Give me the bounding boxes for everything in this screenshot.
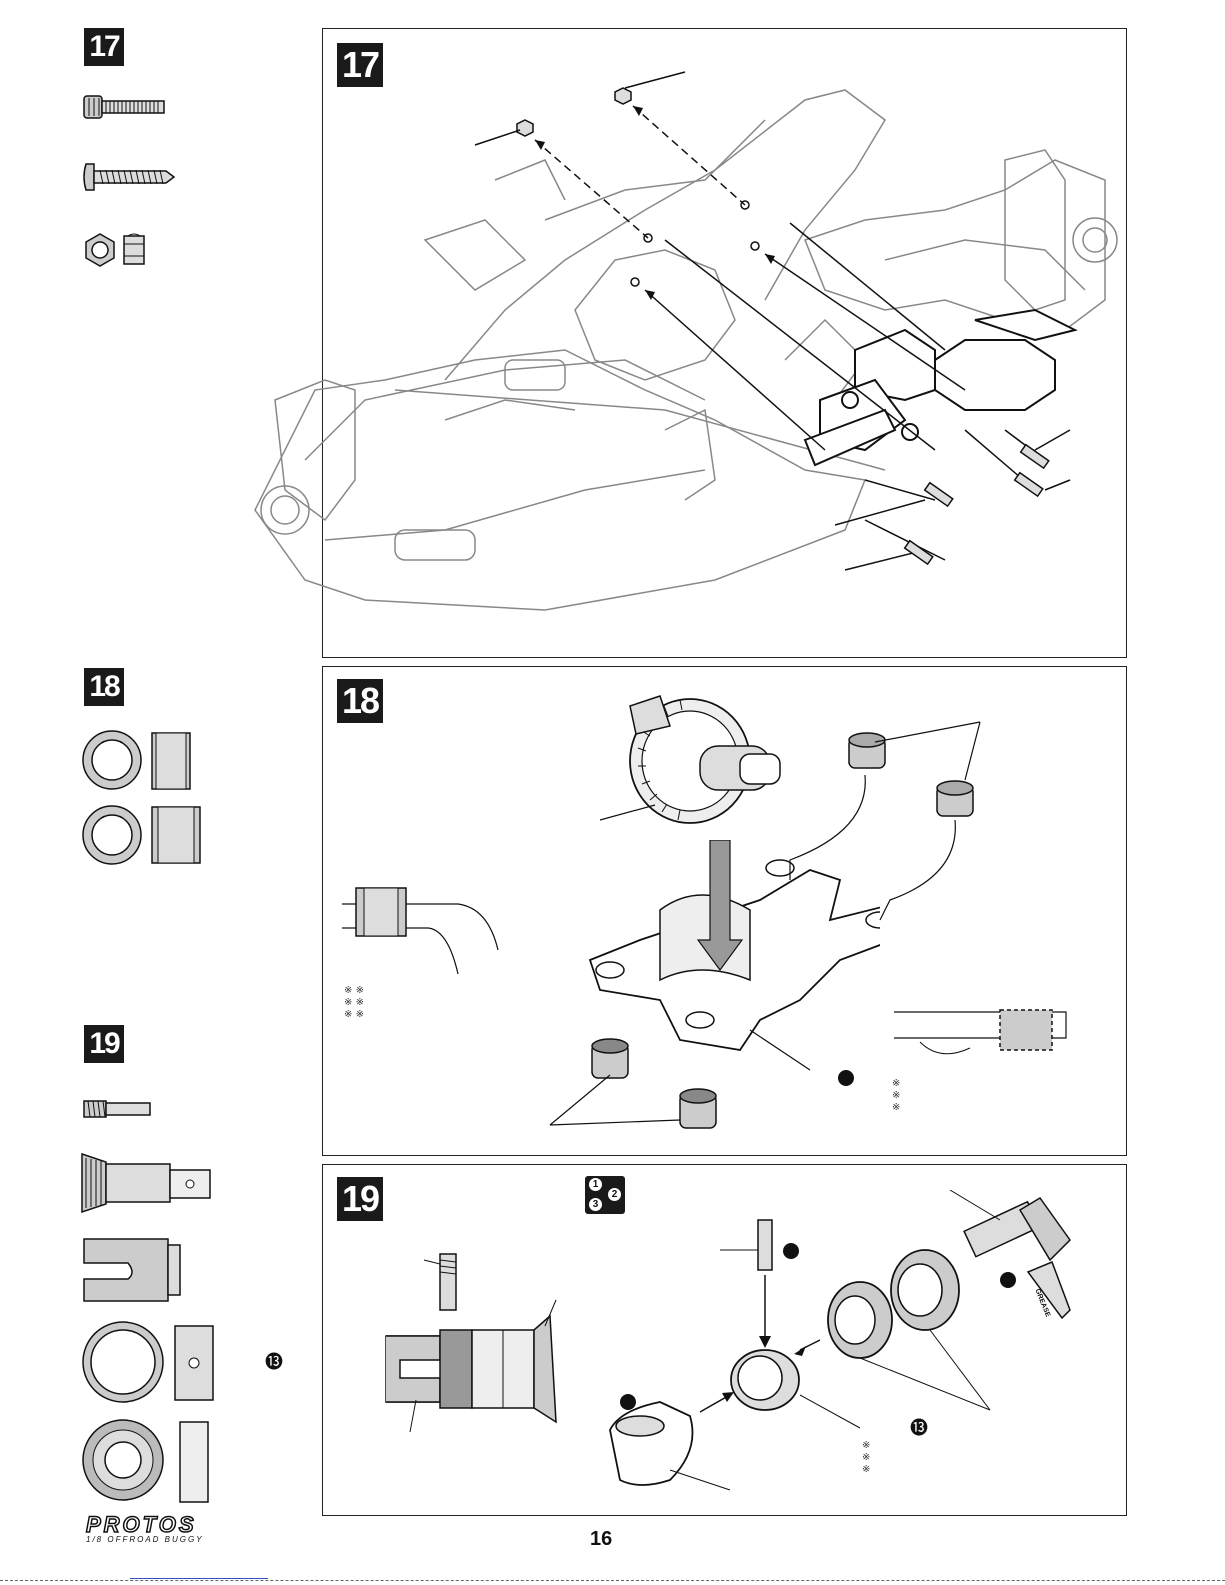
note-marks-left: ※ ※※ ※※ ※ <box>344 985 364 1021</box>
parts-ref-number: ⓭ <box>265 1354 283 1372</box>
parts-step-18-badge: 18 <box>84 668 124 706</box>
bushing-icon <box>80 725 210 870</box>
set-screw-icon <box>80 1095 160 1125</box>
pinion-gear-icon <box>76 1148 216 1218</box>
step-18-indicator-dot <box>838 1070 854 1086</box>
pinion-exploded-drawing <box>600 1190 1120 1510</box>
cap-screw-icon <box>80 92 170 124</box>
step-19-dot-1 <box>783 1243 799 1259</box>
parts-step-17-badge: 17 <box>84 28 124 66</box>
note-marks-step-19: ※※※ <box>862 1440 870 1476</box>
rear-chassis-assembly-drawing <box>245 60 1125 650</box>
bushing-detail-left <box>338 880 508 980</box>
note-marks-right: ※※※ <box>892 1078 900 1114</box>
step-19-dot-3 <box>620 1394 636 1410</box>
bushing-detail-right <box>890 1008 1070 1068</box>
ball-bearing-icon <box>80 1320 230 1520</box>
page-number: 16 <box>590 1528 612 1551</box>
footer-link-underline[interactable] <box>130 1578 268 1579</box>
nut-icon <box>80 230 150 270</box>
tapping-screw-icon <box>80 160 180 194</box>
step-19-ref-number: ⓭ <box>910 1420 928 1438</box>
step-19-dot-2 <box>1000 1272 1016 1288</box>
footer-rule <box>0 1580 1225 1581</box>
step-19-badge: 19 <box>337 1177 383 1221</box>
protos-logo: PROTOS 1/8 OFFROAD BUGGY <box>86 1512 204 1544</box>
pinion-assembly-section <box>380 1250 580 1440</box>
parts-step-19-badge: 19 <box>84 1025 124 1063</box>
diff-joint-icon <box>80 1235 190 1307</box>
